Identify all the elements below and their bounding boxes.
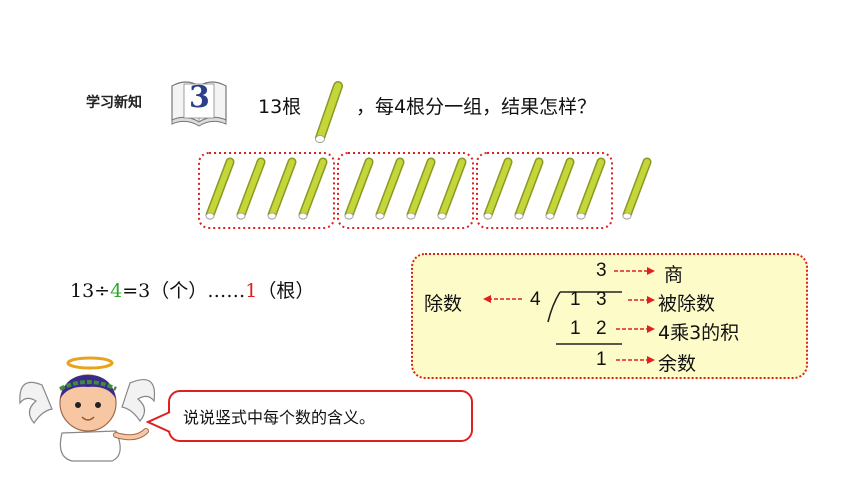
stick-icon (315, 81, 343, 143)
dividend-digit-ones: 3 (596, 289, 607, 310)
divisor-digit: 4 (530, 289, 541, 310)
equation-remainder: 1 (245, 280, 258, 302)
stick (437, 157, 467, 220)
problem-number: 3 (189, 80, 210, 115)
stick (236, 157, 266, 220)
question-suffix: ，每4根分一组，结果怎样？ (356, 96, 597, 118)
stick (483, 157, 513, 220)
stick (298, 157, 328, 220)
divisor-label: 除数 (424, 293, 463, 315)
equation-dividend: 13÷ (70, 280, 111, 302)
quotient-digit: 3 (596, 260, 607, 281)
division-equation: 13÷4=3（个）……1（根） (70, 276, 314, 303)
stick (545, 157, 575, 220)
speech-bubble-tail (146, 411, 171, 433)
angel-character (19, 356, 156, 462)
product-label: 4乘3的积 (658, 322, 740, 344)
equation-quotient: =3（个）…… (122, 280, 246, 302)
equation-unit: （根） (257, 280, 315, 302)
question-prefix: 13根 (258, 96, 302, 118)
speech-bubble-text: 说说竖式中每个数的含义。 (183, 408, 376, 427)
product-digit-tens: 1 (570, 318, 581, 339)
stick (576, 157, 606, 220)
remainder-label: 余数 (658, 353, 697, 375)
dividend-label: 被除数 (658, 293, 716, 315)
stick (406, 157, 436, 220)
stick (344, 157, 374, 220)
remainder-digit: 1 (596, 349, 607, 370)
dividend-digit-tens: 1 (570, 289, 581, 310)
product-digit-ones: 2 (596, 318, 607, 339)
stick (205, 157, 235, 220)
book-icon (171, 81, 227, 127)
quotient-label: 商 (664, 264, 684, 286)
stick (622, 157, 652, 220)
stick (375, 157, 405, 220)
section-label: 学习新知 (86, 95, 142, 111)
equation-divisor: 4 (110, 280, 123, 302)
stick (514, 157, 544, 220)
long-division-panel (411, 253, 808, 379)
stick (267, 157, 297, 220)
